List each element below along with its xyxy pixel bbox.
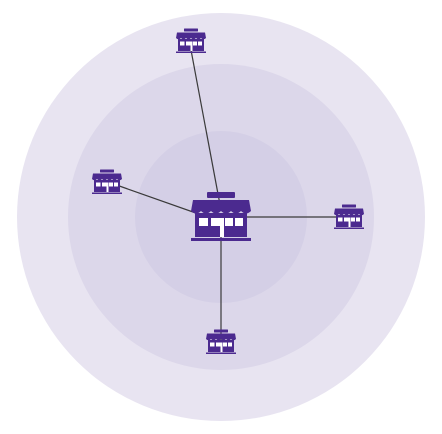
connector-top: [190, 49, 222, 211]
